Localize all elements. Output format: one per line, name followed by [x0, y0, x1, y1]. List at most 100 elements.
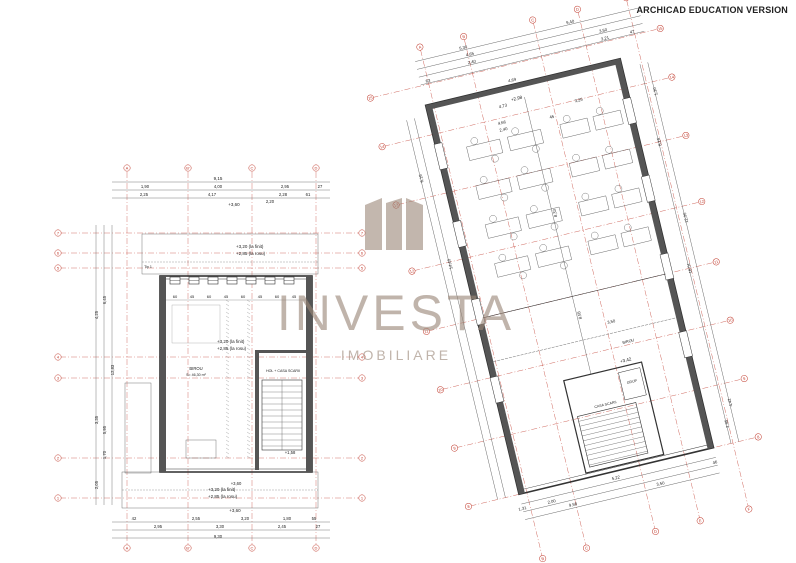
grid-bubble-circle: [573, 5, 581, 13]
hatch: [225, 319, 230, 323]
desk: [525, 206, 563, 229]
chair: [520, 166, 529, 174]
grid-bubble-label: D: [575, 6, 579, 12]
top-dim-segment: 1,90: [141, 184, 150, 189]
grid-bubble-top: A: [416, 43, 424, 51]
chair: [541, 184, 549, 192]
stair-tread: [585, 436, 645, 451]
hatch: [225, 307, 230, 311]
top-dim-segment: 2,40: [467, 58, 477, 65]
dimension-line: [415, 7, 639, 62]
hatch: [225, 407, 230, 411]
chair: [581, 192, 590, 201]
emblem-bar: [365, 198, 382, 250]
grid-bubble-circle: [54, 374, 62, 382]
grid-bubble-label: 2: [57, 456, 60, 461]
grid-bubble-circle: [358, 264, 366, 272]
top-dim-segment: 63: [425, 78, 431, 84]
grid-bubble-circle: [460, 33, 468, 41]
grid-bubble-label: 11: [424, 328, 430, 334]
grid-bubble-circle: [437, 386, 444, 394]
grid-bubble-bottom: D: [312, 544, 320, 552]
grid-bubble-label: D: [315, 546, 318, 551]
grid-bubble-circle: [682, 132, 690, 139]
desk: [578, 195, 610, 217]
grid-bubble-circle: [668, 73, 676, 81]
bottom-dim-segment: 2,00: [547, 498, 557, 505]
bottom-dim-segment: 2,95: [154, 524, 163, 529]
grid-bubble-label: C: [531, 17, 535, 23]
grid-axis-vertical: [464, 39, 586, 546]
hatch: [225, 395, 230, 399]
hatch: [225, 315, 230, 319]
grid-bubble-top: E: [622, 0, 630, 2]
level-top: +2,98: [510, 95, 523, 103]
grid-bubble-right: 5: [358, 264, 366, 272]
grid-bubble-circle: [416, 43, 424, 51]
chair: [489, 215, 497, 223]
grid-bubble-circle: [54, 494, 62, 502]
desk: [602, 148, 633, 170]
grid-bubble-label: 3: [361, 376, 364, 381]
hatch: [246, 419, 251, 423]
bottom-dim-segment: 2,55: [192, 516, 201, 521]
hatch: [246, 323, 251, 327]
grid-bubble-label: 5: [361, 266, 364, 271]
grid-bubble-label: 15: [657, 25, 663, 31]
hatch: [246, 395, 251, 399]
grid-bubble-circle: [358, 353, 366, 361]
inner-dim: 8,33: [551, 208, 558, 218]
grid-bubble-circle: [358, 249, 366, 257]
dimension-line: [639, 64, 732, 444]
hatch: [225, 451, 230, 455]
hatch: [225, 323, 230, 327]
top-dim-segment: 2,28: [279, 192, 288, 197]
chair: [530, 205, 538, 213]
grid-bubble-left: 14: [378, 143, 386, 151]
grid-bubble-top: B': [184, 164, 192, 172]
grid-bubble-label: B': [186, 166, 190, 171]
room-wc: GRUP: [626, 379, 638, 385]
hatch: [246, 319, 251, 323]
grid-bubble-left: 9: [451, 444, 458, 452]
grid-bubble-right: 8: [754, 433, 762, 441]
wall-right: [306, 276, 312, 472]
top-dim-segment: 5,30: [459, 44, 469, 51]
investa-emblem: [365, 198, 423, 250]
hatch: [225, 375, 230, 379]
brand-tagline: IMOBILIARE: [341, 347, 451, 363]
window-frame-right: [678, 330, 693, 359]
grid-bubble-right: 1: [358, 494, 366, 502]
grid-axis-horizontal: [372, 28, 660, 98]
grid-bubble-circle: [726, 316, 734, 324]
window-dim: 45: [292, 294, 297, 299]
stair-tread: [580, 416, 640, 432]
dimension-line: [521, 457, 716, 505]
grid-bubble-label: 6: [361, 251, 364, 256]
side-dim-segment: 16,01: [686, 262, 693, 274]
grid-bubble-circle: [582, 544, 590, 552]
side-dim-segment: 12,83: [110, 364, 115, 375]
desk: [494, 255, 532, 278]
grid-bubble-circle: [712, 258, 720, 266]
grid-bubble-label: 6: [57, 251, 60, 256]
grid-bubble-label: 2: [361, 456, 364, 461]
inner-dim: 3,50: [607, 318, 617, 325]
hatch: [225, 427, 230, 431]
grid-bubble-label: 10: [727, 317, 733, 323]
grid-bubble-circle: [698, 198, 706, 206]
wc-outline: [618, 367, 647, 401]
grid-bubble-label: 12: [699, 198, 705, 204]
hatch: [225, 331, 230, 335]
chair: [624, 223, 632, 232]
level-stair: +1,58: [285, 450, 296, 455]
grid-bubble-label: A: [418, 44, 422, 50]
floor-note-rough: +2,85 (la rosu): [217, 346, 247, 351]
top-dim-segment: 27: [318, 184, 323, 189]
grid-bubble-left: 15: [366, 94, 374, 102]
level-top: +3,60: [228, 202, 240, 207]
hatch: [225, 439, 230, 443]
grid-bubble-left: 12: [408, 267, 415, 275]
desk: [611, 187, 643, 209]
